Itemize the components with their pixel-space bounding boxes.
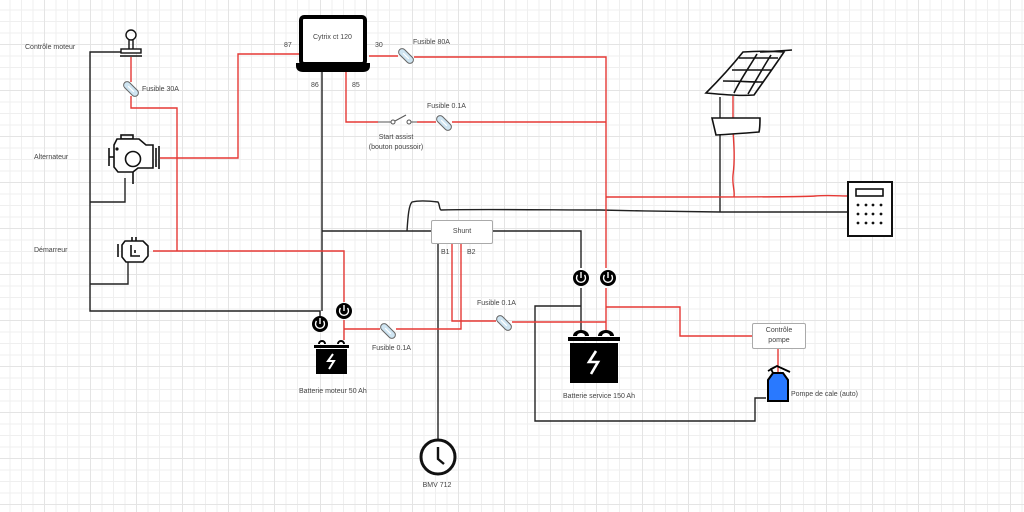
pump-control-label: Contrôle (765, 326, 793, 334)
regulator-box-icon (710, 117, 761, 136)
engine-battery-label: Batterie moteur 50 Ah (299, 388, 367, 395)
spray-bottle-icon (767, 365, 791, 402)
fuse-engine-batt-icon (380, 323, 396, 339)
power-connector-icon (573, 270, 589, 286)
shunt-label: Shunt (452, 227, 472, 235)
relay-pin-85: 85 (352, 82, 360, 89)
wire-relay85-start-assist (345, 72, 378, 123)
relay-pin-87: 87 (284, 42, 292, 49)
wire-solar-down (732, 130, 735, 198)
calculator-controller-icon (847, 181, 893, 237)
wire-shunt-service-neg (492, 230, 582, 268)
ignition-switch-icon (120, 29, 142, 57)
engine-icon (108, 134, 160, 184)
wire-alternator-ground (90, 178, 126, 203)
fuse-shunt-b2-icon (496, 315, 512, 331)
fuse-start-label: Fusible 0.1A (427, 103, 466, 110)
clock-icon (419, 438, 457, 476)
wire-starter-ground (90, 262, 129, 285)
start-assist-label: Start assist (378, 134, 414, 141)
wire-service-neg-pump-loop (534, 305, 766, 422)
pump-control-box[interactable]: Contrôle pompe (752, 323, 806, 349)
solar-panel-icon (704, 49, 793, 97)
wire-ground-left-bus (89, 51, 321, 318)
laptop-relay-icon (296, 15, 370, 72)
wire-b2-to-fuse (451, 244, 496, 322)
power-connector-icon (312, 316, 328, 332)
starter-label: Démarreur (34, 247, 68, 254)
relay-pin-86: 86 (311, 82, 319, 89)
engine-control-label: Contrôle moteur (25, 44, 76, 51)
power-connector-icon (600, 270, 616, 286)
wire-starter-to-engine-batt (153, 250, 345, 302)
battery-monitor-label: BMV 712 (422, 482, 452, 489)
relay-pin-30: 30 (375, 42, 383, 49)
fuse-start-icon (436, 115, 452, 131)
starter-motor-icon (117, 237, 149, 263)
fuse-30a-icon (123, 81, 139, 97)
fuse-80a-icon (398, 48, 414, 64)
bilge-pump-label: Pompe de cale (auto) (791, 391, 858, 398)
service-battery-label: Batterie service 150 Ah (563, 393, 635, 400)
fuse-shunt-b2-label: Fusible 0.1A (477, 300, 516, 307)
start-assist-sublabel: (bouton poussoir) (368, 144, 424, 151)
alternator-label: Alternateur (34, 154, 69, 161)
pump-control-sublabel: pompe (768, 337, 790, 344)
wire-fuse-engine-to-b2 (396, 244, 462, 330)
wire-fuse30-to-bus (130, 96, 178, 251)
engine-battery-icon (314, 340, 349, 374)
shunt-pin-b2: B2 (467, 249, 476, 256)
positive-wires (130, 53, 849, 373)
wire-solar-positive (606, 194, 849, 198)
fuse-30a-label: Fusible 30A (142, 86, 179, 93)
wire-service-to-pump-control (606, 306, 753, 337)
fuse-engine-batt-label: Fusible 0.1A (372, 345, 411, 352)
shunt-pin-b1: B1 (441, 249, 450, 256)
push-button-switch-icon (378, 114, 417, 125)
shunt-box[interactable]: Shunt (431, 220, 493, 244)
relay-label: Cytrix ct 120 (313, 34, 352, 41)
service-battery-icon (568, 330, 620, 383)
wire-alternator-to-relay87 (160, 53, 299, 159)
power-connector-icon (336, 303, 352, 319)
fuse-80a-label: Fusible 80A (413, 39, 450, 46)
negative-wires (89, 51, 848, 440)
wire-hand-drawn-ground (406, 200, 848, 232)
